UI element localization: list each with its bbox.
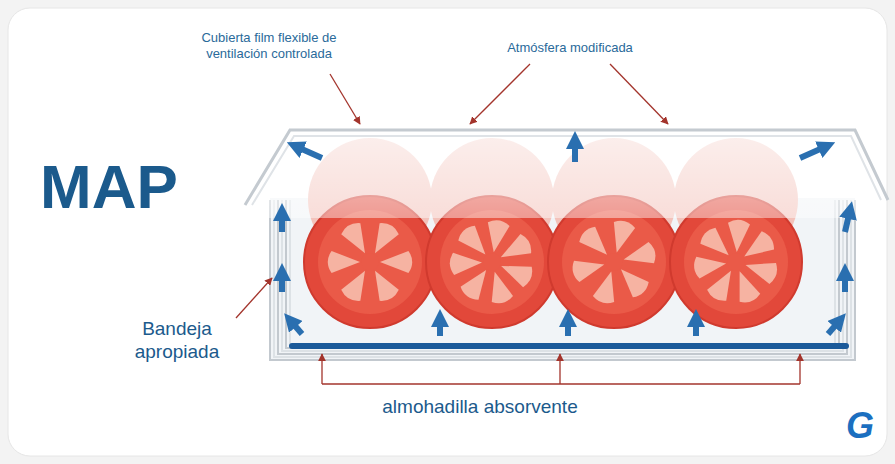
film-cover — [245, 130, 888, 205]
leader-lines — [236, 64, 800, 384]
absorbent-pad — [292, 343, 846, 349]
modified-atmosphere — [250, 130, 880, 218]
panel — [8, 8, 887, 456]
gas-flow-arrows — [282, 140, 850, 336]
callout-label: Atmósfera modificada — [485, 40, 655, 56]
logo-letter: G — [846, 404, 886, 447]
title: MAP — [40, 150, 230, 224]
film-cover — [252, 136, 881, 205]
callout-label: almohadilla absorvente — [300, 396, 660, 419]
callout-label: Cubierta film flexible de ventilación co… — [180, 30, 358, 61]
callout-label: Bandeja apropiada — [118, 318, 236, 364]
